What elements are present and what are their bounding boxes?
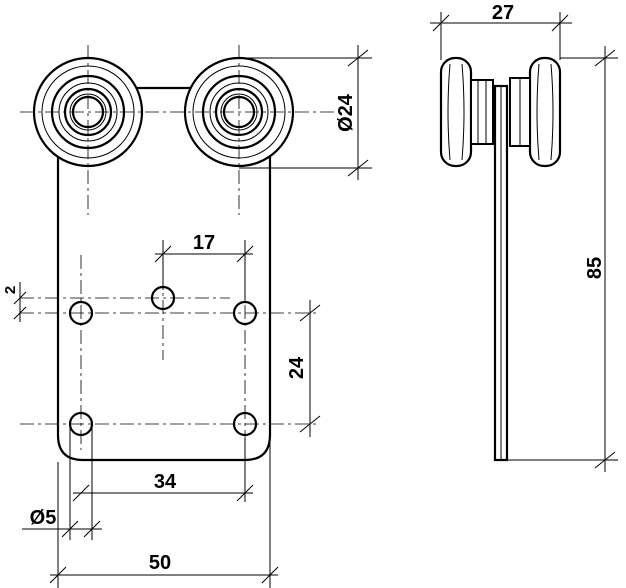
label-hole-diameter: Ø5 — [30, 507, 57, 529]
label-plate-width: 50 — [149, 552, 171, 574]
label-roller-diameter: Ø24 — [335, 93, 357, 132]
label-hole-spacing-vertical: 24 — [286, 356, 308, 379]
label-hole-spacing-horizontal: 34 — [154, 471, 177, 493]
side-view — [439, 56, 562, 462]
dimension-hole-spacing-vertical: 24 — [286, 300, 321, 437]
dimension-hole-spacing-horizontal: 34 — [72, 438, 254, 502]
label-side-width: 27 — [492, 2, 514, 24]
front-view — [20, 45, 340, 462]
side-wheel-right — [528, 56, 562, 168]
label-side-height: 85 — [584, 257, 606, 279]
dimension-hole-diameter: Ø5 — [22, 424, 102, 540]
dimension-hole-spacing-top: 17 — [154, 232, 254, 300]
side-wheel-left — [439, 56, 473, 168]
dimension-roller-diameter: Ø24 — [239, 45, 372, 180]
label-hole-offset: 2 — [2, 286, 19, 294]
label-hole-spacing-top: 17 — [193, 232, 215, 254]
dimension-hole-offset: 2 — [2, 282, 27, 322]
dimension-side-width: 27 — [430, 2, 572, 60]
dimension-side-height: 85 — [507, 46, 618, 472]
side-axle-hub — [470, 79, 494, 145]
dimension-plate-width: 50 — [49, 170, 279, 588]
